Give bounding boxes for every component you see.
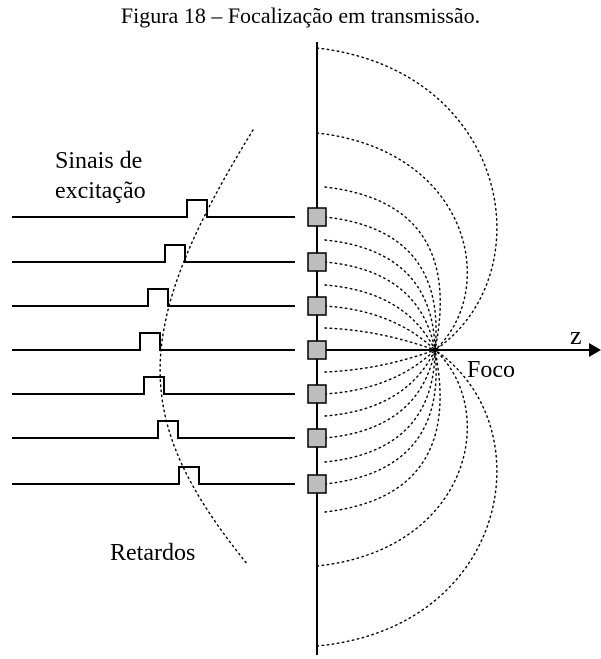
excitation-signal (12, 199, 295, 218)
excitation-signal (12, 376, 295, 395)
transducer-element (307, 296, 327, 316)
focus-ray (324, 349, 437, 485)
signals-label-line2: excitação (55, 178, 146, 204)
focus-ray (324, 349, 441, 513)
z-axis-arrow-icon (589, 343, 601, 357)
focus-ray (324, 349, 436, 395)
transducer-element (307, 384, 327, 404)
wave-arc-lower-outer (316, 349, 498, 647)
transducer-element (307, 340, 327, 360)
z-axis-label: z (570, 321, 582, 350)
focus-ray (324, 349, 436, 439)
focus-ray (324, 327, 436, 351)
focus-label: Foco (467, 357, 515, 383)
excitation-signal (12, 288, 295, 307)
wave-arc-lower-inner (316, 349, 468, 567)
excitation-signal (12, 420, 295, 439)
figure-caption: Figura 18 – Focalização em transmissão. (120, 3, 481, 28)
focus-ray (324, 216, 437, 351)
signals-label-line1: Sinais de (55, 148, 142, 174)
focus-ray (324, 186, 441, 351)
focus-ray (324, 284, 436, 351)
excitation-signal (12, 244, 295, 263)
transducer-element (307, 474, 327, 494)
focus-ray (324, 239, 436, 351)
focus-point (432, 347, 438, 353)
focus-ray (324, 305, 436, 351)
focus-ray (324, 349, 436, 463)
delay-curve (159, 129, 254, 566)
focus-ray (324, 349, 436, 373)
transducer-element (307, 428, 327, 448)
focus-ray (324, 349, 436, 417)
focus-ray (324, 261, 436, 351)
excitation-signal (12, 332, 295, 351)
transducer-element (307, 207, 327, 227)
transducer-element (307, 252, 327, 272)
wave-arc-upper-inner (316, 132, 468, 351)
wave-arc-upper-outer (316, 47, 498, 351)
excitation-signal (12, 466, 295, 485)
delays-label: Retardos (110, 540, 195, 566)
